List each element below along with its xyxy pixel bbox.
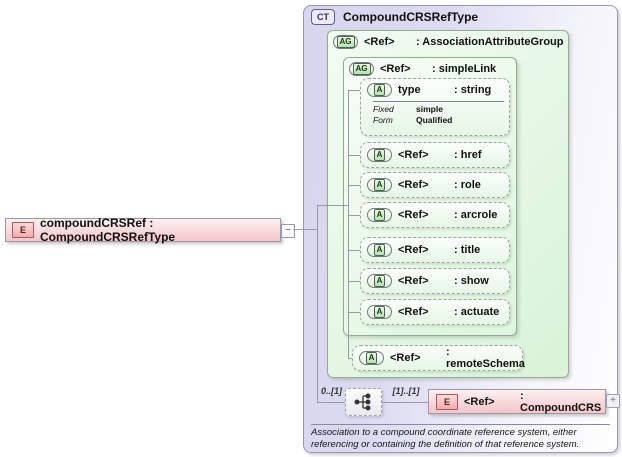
simplelink-group-header: AG <Ref> : simpleLink <box>344 58 516 76</box>
compositor-icon <box>354 393 370 411</box>
attribute-badge-label: A <box>373 275 386 287</box>
attribute-name: <Ref> <box>398 149 429 161</box>
connector-line <box>348 90 360 91</box>
compositor-box[interactable] <box>345 388 382 416</box>
attribute-name: <Ref> <box>398 275 429 287</box>
connector-line <box>348 250 360 251</box>
attribute-name: <Ref> <box>398 306 429 318</box>
annotation-divider <box>311 424 610 425</box>
attribute-name: type <box>398 84 421 96</box>
connector-line <box>317 205 318 403</box>
root-element-label: compoundCRSRef : CompoundCRSRefType <box>40 216 176 244</box>
root-element-box[interactable]: E compoundCRSRef : CompoundCRSRefType <box>5 216 281 244</box>
facet-table: Fixed simple Form Qualified <box>361 104 509 125</box>
attribute-row-actuate[interactable]: A <Ref> : actuate <box>360 299 510 325</box>
facet-value: Qualified <box>416 114 453 125</box>
attribute-group-badge: AG <box>333 35 358 49</box>
attribute-group-name: <Ref> <box>364 36 395 48</box>
element-badge: E <box>12 222 34 238</box>
attribute-badge-label: A <box>373 149 386 161</box>
attribute-badge-label: A <box>373 306 386 318</box>
facet-value: simple <box>416 104 443 114</box>
attribute-badge: A <box>367 148 392 162</box>
attribute-group-badge-label: AG <box>336 36 355 48</box>
element-compoundcrs[interactable]: E <Ref> : CompoundCRS <box>428 389 606 414</box>
attribute-type: : title <box>454 244 481 256</box>
connector-line <box>348 90 349 358</box>
connector-line <box>348 281 360 282</box>
attribute-name: <Ref> <box>398 179 429 191</box>
attribute-badge: A <box>367 178 392 192</box>
attribute-row-remoteschema[interactable]: A <Ref> : remoteSchema <box>352 345 525 371</box>
connector-line <box>293 229 317 230</box>
attribute-badge: A <box>367 83 392 97</box>
attribute-type: : href <box>454 149 482 161</box>
connector-line <box>348 312 360 313</box>
attribute-type: : show <box>454 275 489 287</box>
attribute-type: : actuate <box>454 306 500 318</box>
simplelink-group-type: : simpleLink <box>432 63 497 75</box>
element-badge: E <box>436 393 458 410</box>
annotation-text: Association to a compound coordinate ref… <box>311 427 580 450</box>
connector-line <box>382 402 428 403</box>
complex-type-badge: CT <box>311 9 335 25</box>
attribute-row-title[interactable]: A <Ref> : title <box>360 237 510 263</box>
collapse-button[interactable]: − <box>281 224 295 238</box>
attribute-badge-label: A <box>365 352 378 364</box>
attribute-badge: A <box>367 305 392 319</box>
attribute-row-show[interactable]: A <Ref> : show <box>360 268 510 294</box>
attribute-badge-label: A <box>373 84 386 96</box>
attribute-badge: A <box>367 243 392 257</box>
occurrence-label-inner: [1]..[1] <box>392 386 420 396</box>
element-name: <Ref> <box>464 395 495 408</box>
attribute-name: <Ref> <box>390 352 421 364</box>
attribute-row-type[interactable]: A type : string Fixed simple Form Qualif… <box>360 78 510 136</box>
connector-line <box>348 185 360 186</box>
attribute-badge: A <box>359 351 384 365</box>
facet-divider <box>373 101 504 102</box>
connector-line <box>348 358 352 359</box>
attribute-name: <Ref> <box>398 209 429 221</box>
expand-button[interactable]: + <box>606 394 620 408</box>
connector-line <box>348 215 360 216</box>
attribute-type: : arcrole <box>454 209 498 221</box>
attribute-group-type: : AssociationAttributeGroup <box>416 36 564 48</box>
attribute-name: <Ref> <box>398 244 429 256</box>
attribute-row-role[interactable]: A <Ref> : role <box>360 172 510 198</box>
attribute-group-header: AG <Ref> : AssociationAttributeGroup <box>328 31 568 49</box>
complex-type-title: CompoundCRSRefType <box>343 10 479 24</box>
attribute-row-arcrole[interactable]: A <Ref> : arcrole <box>360 202 510 228</box>
complex-type-header: CT CompoundCRSRefType <box>311 9 478 25</box>
facet-label: Fixed <box>373 104 394 114</box>
simplelink-group-name: <Ref> <box>380 63 411 75</box>
occurrence-label-outer: 0..[1] <box>320 386 342 396</box>
attribute-group-badge: AG <box>349 62 374 76</box>
element-type: : CompoundCRS <box>520 389 602 414</box>
facet-label: Form <box>373 114 393 125</box>
attribute-badge: A <box>367 208 392 222</box>
connector-line <box>317 205 348 206</box>
attribute-row-href[interactable]: A <Ref> : href <box>360 142 510 168</box>
connector-line <box>317 402 345 403</box>
attribute-badge: A <box>367 274 392 288</box>
attribute-group-badge-label: AG <box>352 63 371 75</box>
connector-line <box>348 155 360 156</box>
attribute-badge-label: A <box>373 179 386 191</box>
attribute-type: : role <box>454 179 481 191</box>
attribute-type: : remoteSchema <box>446 346 525 370</box>
attribute-badge-label: A <box>373 209 386 221</box>
attribute-type: : string <box>454 84 492 96</box>
attribute-badge-label: A <box>373 244 386 256</box>
